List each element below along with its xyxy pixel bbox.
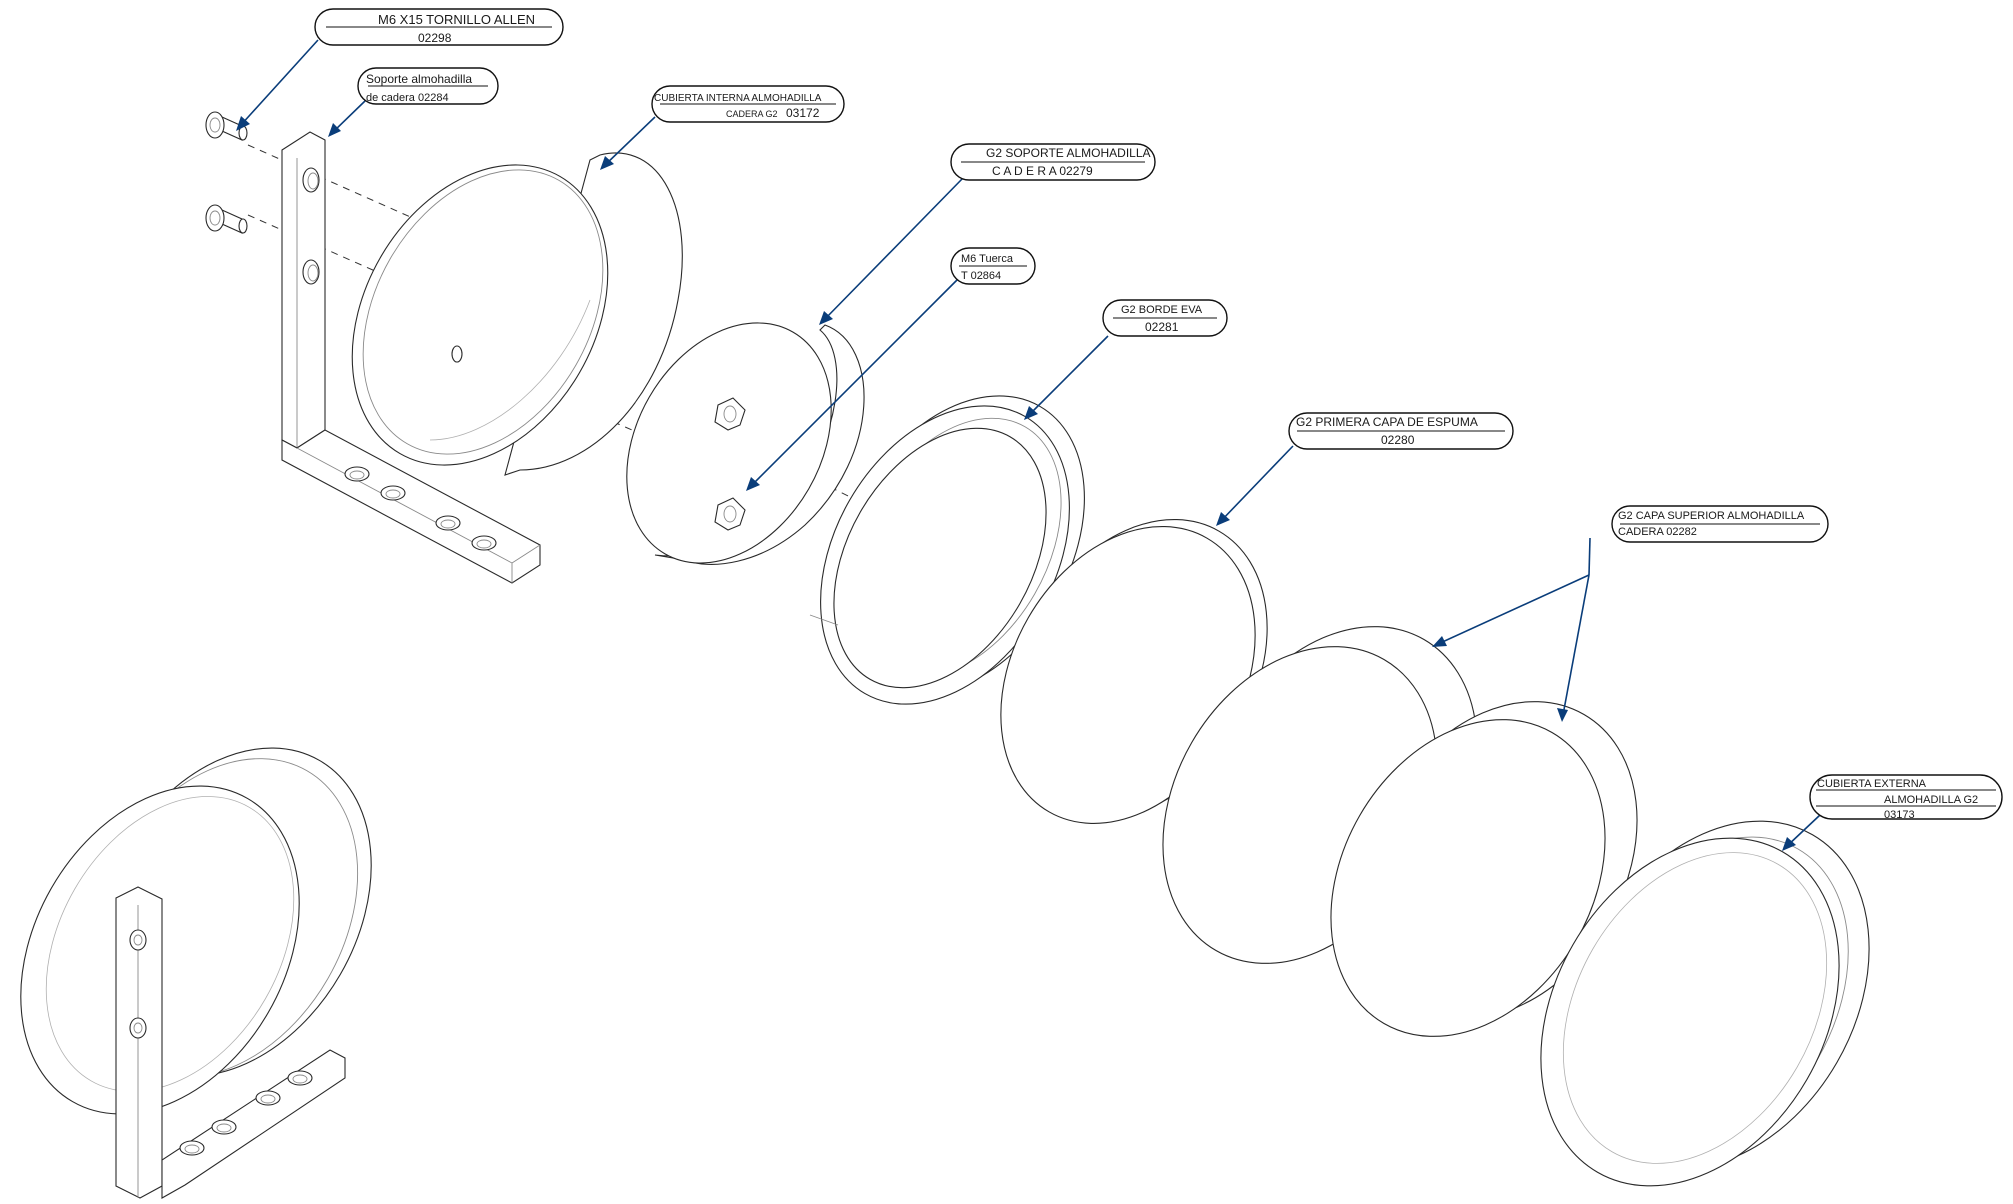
callout-cubierta-interna: CUBIERTA INTERNA ALMOHADILLA CADERA G2 0… [651, 85, 845, 123]
t-nut-lower [714, 497, 746, 531]
callout-soporte-cadera-line2: de cadera 02284 [366, 92, 449, 104]
callout-primera-capa-line2: 02280 [1381, 433, 1415, 447]
callout-borde-eva: G2 BORDE EVA 02281 [1102, 299, 1228, 337]
screw-lower [205, 204, 248, 234]
callout-tornillo: M6 X15 TORNILLO ALLEN 02298 [314, 8, 564, 46]
callout-cubierta-externa: CUBIERTA EXTERNA ALMOHADILLA G2 03173 [1809, 774, 2003, 821]
hip-pad-bracket [281, 131, 541, 584]
callout-primera-capa-line1: G2 PRIMERA CAPA DE ESPUMA [1296, 415, 1478, 429]
callout-capa-superior-line1: G2 CAPA SUPERIOR ALMOHADILLA [1618, 510, 1805, 522]
callout-cubierta-externa-line3: 03173 [1884, 809, 1915, 821]
assembled-view [20, 747, 372, 1199]
callout-cubierta-externa-line2: ALMOHADILLA G2 [1884, 794, 1978, 806]
g2-top-pad-layer [1162, 626, 1638, 1037]
callout-borde-eva-line1: G2 BORDE EVA [1121, 304, 1203, 316]
callout-capa-superior-line2: CADERA 02282 [1618, 526, 1697, 538]
callout-g2-soporte-line2: C A D E R A 02279 [992, 164, 1093, 178]
callout-leaders [236, 39, 1821, 851]
callout-borde-eva-line2: 02281 [1145, 320, 1179, 334]
callout-capa-superior: G2 CAPA SUPERIOR ALMOHADILLA CADERA 0228… [1611, 505, 1829, 543]
callout-g2-soporte-line1: G2 SOPORTE ALMOHADILLA [986, 146, 1151, 160]
callout-soporte-cadera-line1: Soporte almohadilla [366, 72, 472, 86]
callout-soporte-cadera: Soporte almohadilla de cadera 02284 [357, 67, 499, 105]
callout-tuerca-line1: M6 Tuerca [961, 253, 1014, 265]
inner-cover-cup [351, 152, 683, 476]
outer-cover [1540, 820, 1870, 1187]
callout-tuerca-line2: T 02864 [961, 270, 1001, 282]
callout-cubierta-interna-line2a: CADERA G2 [726, 109, 778, 119]
callout-primera-capa: G2 PRIMERA CAPA DE ESPUMA 02280 [1288, 412, 1514, 450]
t-nut-upper [714, 397, 746, 431]
callout-tornillo-line1: M6 X15 TORNILLO ALLEN [378, 12, 535, 27]
callout-cubierta-externa-line1: CUBIERTA EXTERNA [1817, 778, 1927, 790]
callout-cubierta-interna-line2b: 03172 [786, 106, 820, 120]
g2-support-disc [626, 322, 865, 565]
callout-tornillo-line2: 02298 [418, 31, 452, 45]
callout-g2-soporte: G2 SOPORTE ALMOHADILLA C A D E R A 02279 [950, 143, 1156, 181]
g2-eva-ring [809, 395, 1085, 705]
callout-tuerca: M6 Tuerca T 02864 [950, 247, 1036, 285]
callout-cubierta-interna-line1: CUBIERTA INTERNA ALMOHADILLA [654, 93, 822, 104]
